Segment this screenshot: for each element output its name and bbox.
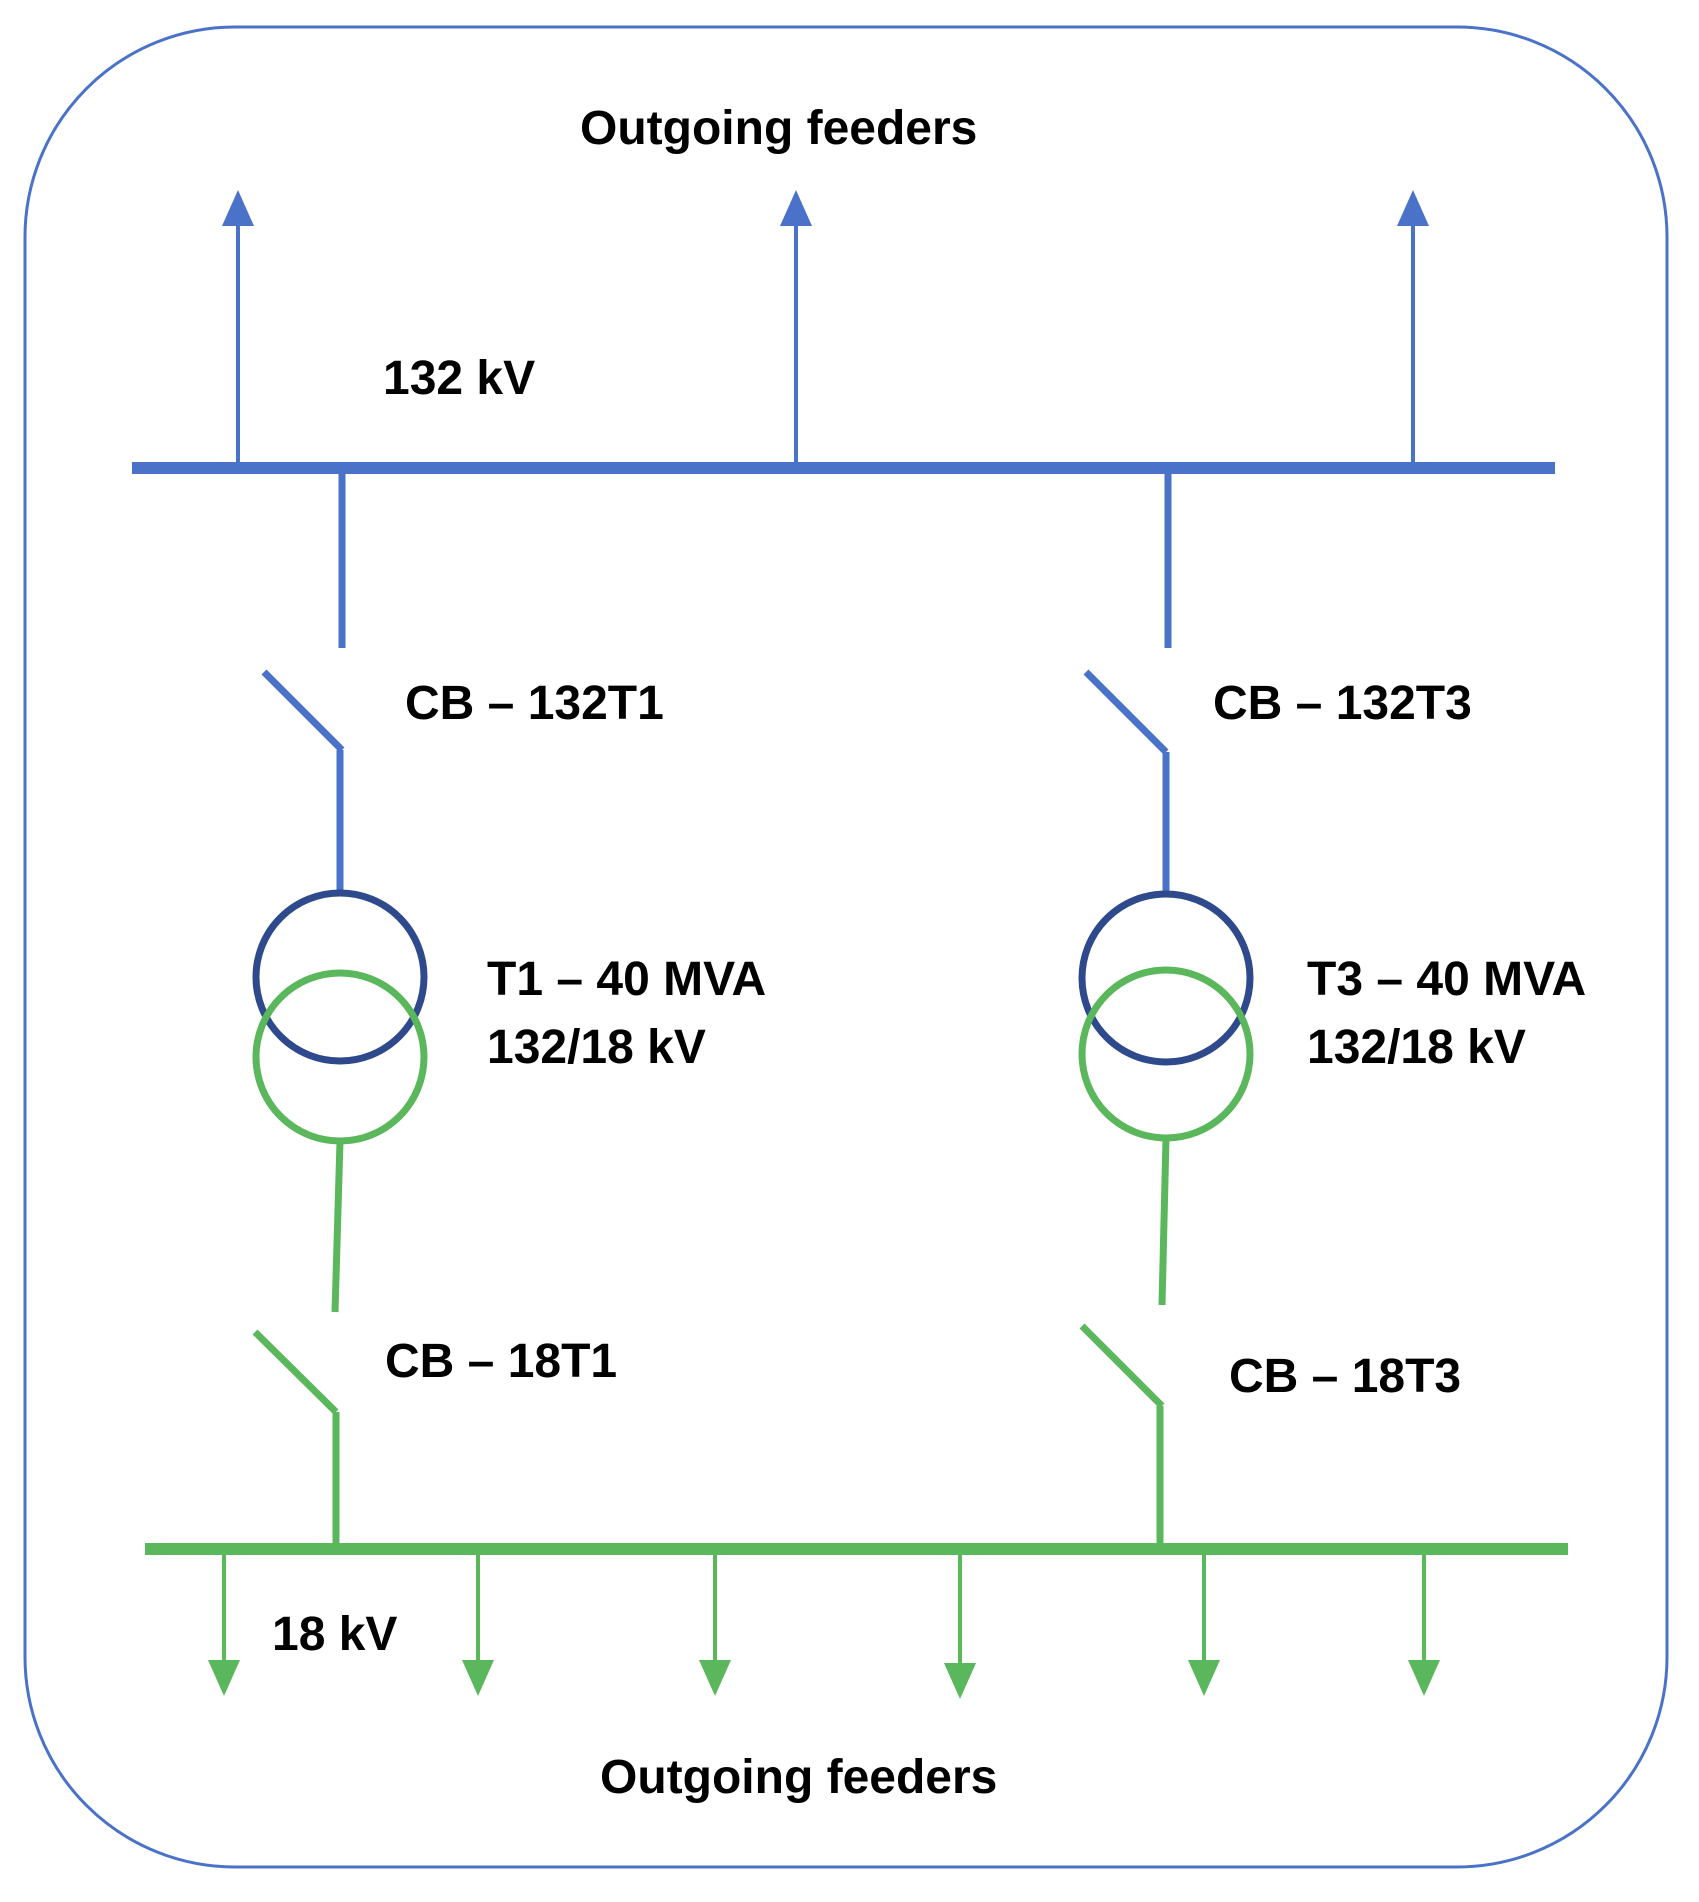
t3-lv-winding [1078, 966, 1254, 1142]
cb-132t1-label: CB – 132T1 [405, 677, 664, 730]
bus-132kv-label: 132 kV [383, 352, 535, 405]
cb-132t3-label: CB – 132T3 [1213, 677, 1472, 730]
bottom-feeders-label: Outgoing feeders [600, 1751, 997, 1804]
t1-ratio-label: 132/18 kV [487, 1021, 706, 1074]
top-feeders-label: Outgoing feeders [580, 102, 977, 155]
t1-rating-label: T1 – 40 MVA [487, 953, 766, 1006]
t3-rating-label: T3 – 40 MVA [1307, 953, 1586, 1006]
t1-hv-winding [252, 889, 428, 1065]
lv-link-t3 [1158, 1137, 1170, 1306]
cb-18t3-symbol [1079, 1323, 1165, 1409]
t3-ratio-label: 132/18 kV [1307, 1021, 1526, 1074]
bus-18kv-label: 18 kV [272, 1608, 397, 1661]
t1-lv-winding [252, 969, 428, 1145]
cb-132t1-symbol [261, 669, 345, 753]
diagram-frame [23, 25, 1669, 1869]
cb-132t3-symbol [1083, 669, 1169, 755]
lv-link-t1 [331, 1140, 344, 1313]
cb-18t3-label: CB – 18T3 [1229, 1350, 1461, 1403]
t3-hv-winding [1078, 890, 1254, 1066]
cb-18t1-label: CB – 18T1 [385, 1335, 617, 1388]
cb-18t1-symbol [252, 1329, 339, 1415]
